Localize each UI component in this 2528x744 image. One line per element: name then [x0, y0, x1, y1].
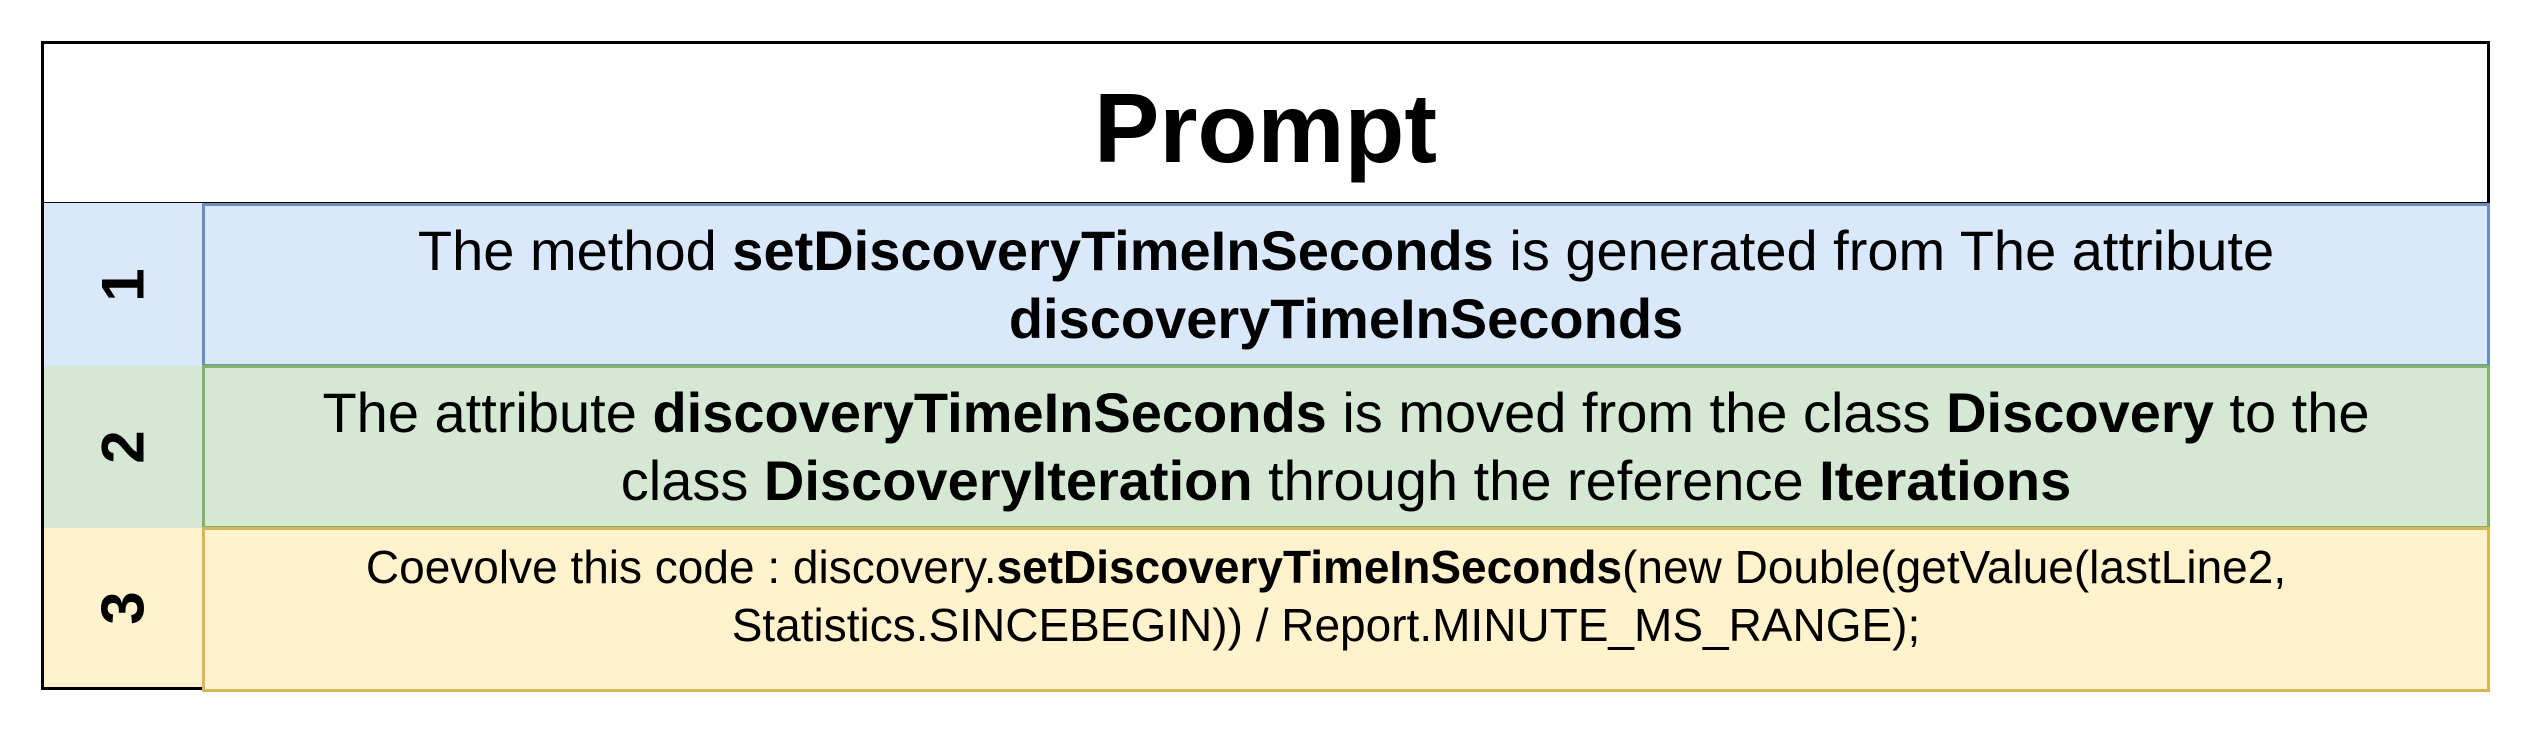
- row-2-segment: through the reference: [1252, 449, 1820, 512]
- prompt-title: Prompt: [1094, 73, 1437, 183]
- row-2-segment: to the class: [620, 381, 2370, 512]
- row-3-code: (new Double(getValue(lastLine2, Statisti…: [731, 541, 2287, 651]
- row-1-attribute-name: discoveryTimeInSeconds: [1008, 287, 1684, 350]
- row-2-target-class: DiscoveryIteration: [763, 449, 1253, 512]
- row-number-1: 1: [90, 267, 157, 302]
- row-1-segment: is generated from The attribute: [1493, 219, 2275, 282]
- row-2-segment: The attribute: [322, 381, 653, 444]
- row-2-source-class: Discovery: [1946, 381, 2214, 444]
- row-1-segment: The method: [417, 219, 733, 282]
- row-number-cell-2: 2: [41, 366, 204, 528]
- row-1-method-name: setDiscoveryTimeInSeconds: [732, 219, 1494, 282]
- prompt-row-2-text: The attribute discoveryTimeInSeconds is …: [281, 379, 2411, 515]
- prompt-row-1-text: The method setDiscoveryTimeInSeconds is …: [281, 217, 2411, 353]
- row-3-method-name: setDiscoveryTimeInSeconds: [996, 541, 1623, 593]
- row-number-3: 3: [90, 590, 157, 625]
- row-3-segment: Coevolve this code : discovery.: [365, 541, 997, 593]
- row-2-attribute-name: discoveryTimeInSeconds: [652, 381, 1327, 444]
- prompt-row-2: The attribute discoveryTimeInSeconds is …: [202, 365, 2490, 529]
- prompt-row-1: The method setDiscoveryTimeInSeconds is …: [202, 203, 2490, 367]
- row-number-2: 2: [90, 430, 157, 464]
- prompt-row-3: Coevolve this code : discovery.setDiscov…: [202, 527, 2490, 692]
- row-number-cell-1: 1: [41, 203, 204, 366]
- prompt-row-3-text: Coevolve this code : discovery.setDiscov…: [301, 538, 2351, 654]
- row-2-reference-name: Iterations: [1819, 449, 2072, 512]
- prompt-header: Prompt: [41, 41, 2490, 205]
- row-2-segment: is moved from the class: [1326, 381, 1947, 444]
- row-number-cell-3: 3: [41, 528, 204, 690]
